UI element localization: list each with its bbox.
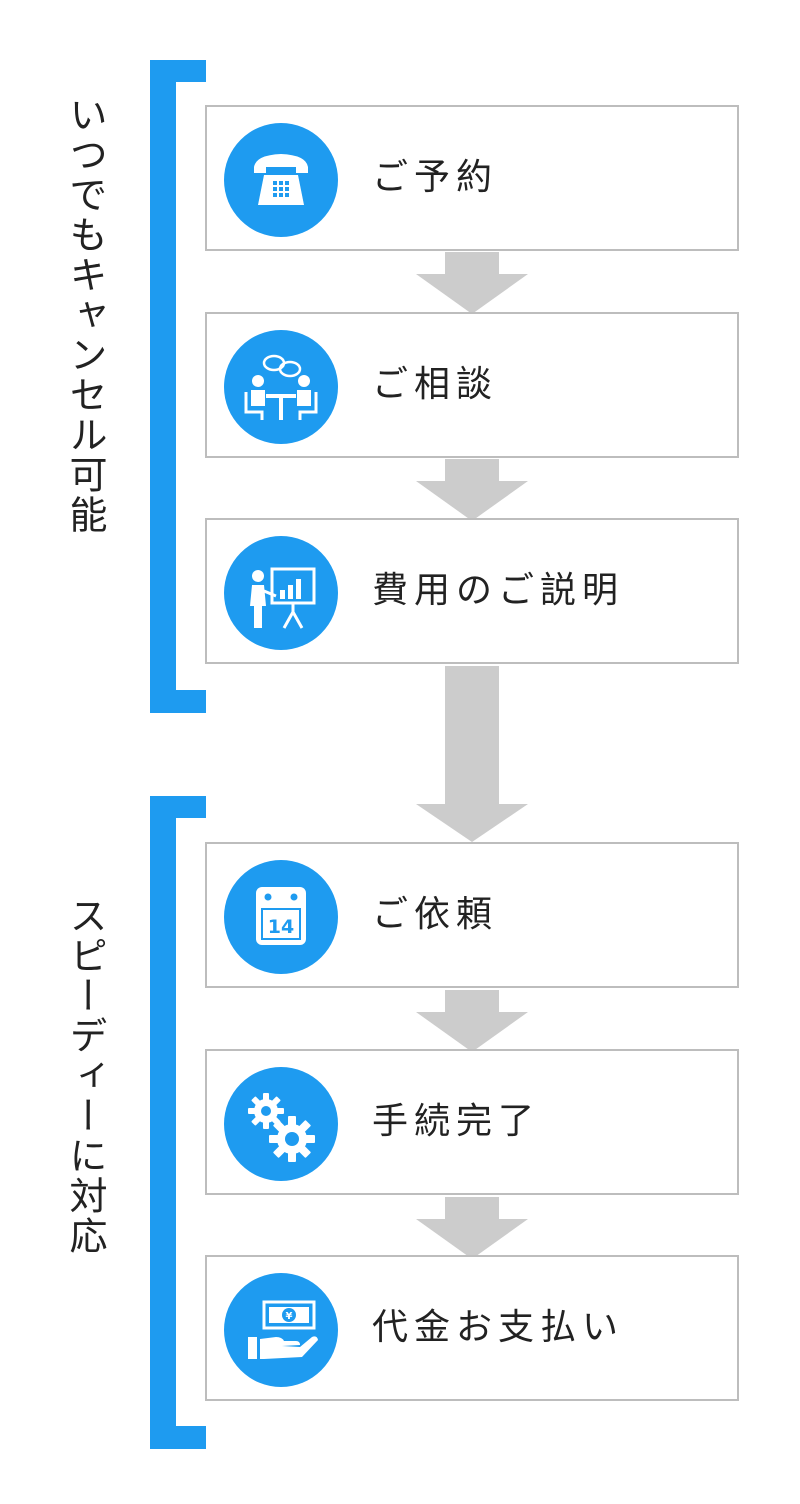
- arrow-down-5: [416, 1197, 528, 1259]
- arrow-down-4: [416, 990, 528, 1052]
- presentation-icon: [224, 536, 338, 650]
- consultation-icon: [224, 330, 338, 444]
- group-label-cancel-anytime: いつでもキャンセル可能: [63, 95, 107, 535]
- arrow-down-2: [416, 459, 528, 521]
- arrow-down-1: [416, 252, 528, 314]
- calendar-icon: 14: [224, 860, 338, 974]
- currency-symbol: ¥: [286, 1311, 293, 1322]
- step-label: 手続完了: [372, 1101, 541, 1142]
- arrow-down-long: [416, 666, 528, 842]
- step-cost-explanation: 費用のご説明: [205, 518, 739, 664]
- step-payment: ¥ 代金お支払い: [205, 1255, 739, 1401]
- step-consultation: ご相談: [205, 312, 739, 458]
- gears-icon: [224, 1067, 338, 1181]
- step-label: ご予約: [372, 157, 499, 198]
- group-label-speedy-response: スピーディーに対応: [63, 896, 107, 1256]
- payment-icon: ¥: [224, 1273, 338, 1387]
- step-reservation: ご予約: [205, 105, 739, 251]
- step-label: ご依頼: [372, 894, 499, 935]
- step-label: ご相談: [372, 364, 499, 405]
- step-request: 14 ご依頼: [205, 842, 739, 988]
- telephone-icon: [224, 123, 338, 237]
- step-label: 代金お支払い: [372, 1307, 625, 1348]
- step-label: 費用のご説明: [372, 570, 625, 611]
- step-procedure-complete: 手続完了: [205, 1049, 739, 1195]
- calendar-day: 14: [268, 916, 294, 938]
